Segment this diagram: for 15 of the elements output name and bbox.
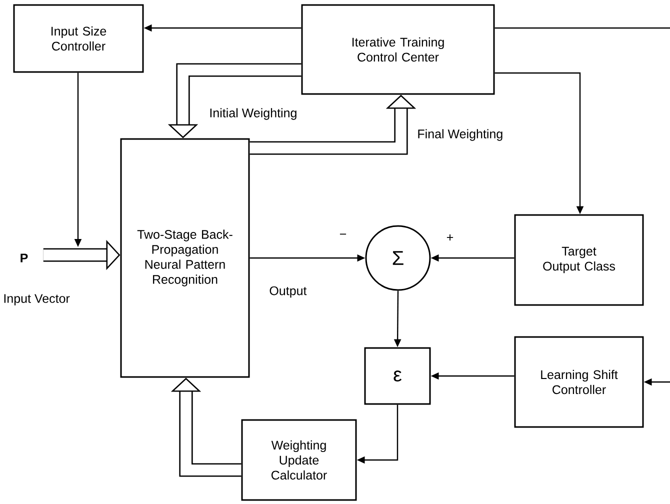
process-box: Learning Shift Controller — [514, 336, 644, 428]
process-box: Target Output Class — [514, 214, 644, 306]
edge-label: Output — [268, 285, 308, 299]
process-box: Two-Stage Back-Propagation Neural Pattern Recognition — [120, 138, 250, 378]
line — [494, 27, 670, 29]
edge-label: Initial Weighting — [208, 107, 298, 121]
process-box: Weighting Update Calculator — [241, 419, 357, 501]
node-caption: Input Vector — [4, 294, 70, 306]
process-box: Iterative Training Control Center — [301, 4, 495, 95]
input-label: P — [20, 254, 28, 262]
sign-label: + — [446, 234, 454, 241]
edge-label: Final Weighting — [416, 128, 504, 142]
process-box: Input Size Controller — [13, 4, 144, 73]
sign-label: − — [340, 234, 346, 235]
process-box: ε — [364, 347, 431, 405]
